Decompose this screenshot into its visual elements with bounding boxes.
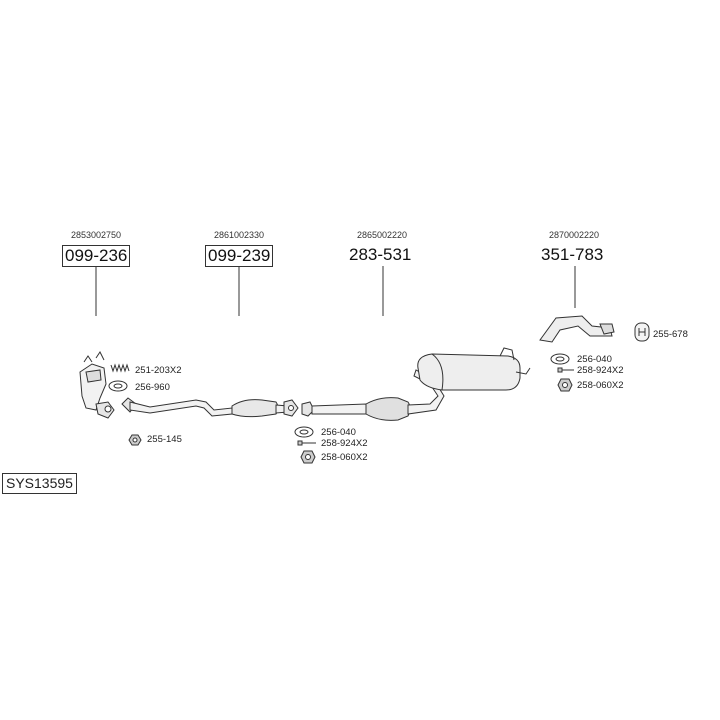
tail-pipe xyxy=(539,315,615,343)
spring-icon xyxy=(110,363,130,373)
fitting-label-gasket-rear[interactable]: 256-040 xyxy=(577,354,612,365)
bolt-icon xyxy=(297,440,316,446)
oe-number-2: 2861002330 xyxy=(213,230,265,240)
gasket-ring-icon xyxy=(294,426,314,438)
oe-number-1: 2853002750 xyxy=(70,230,122,240)
gasket-ring-icon xyxy=(108,380,128,392)
catalytic-manifold xyxy=(79,351,115,419)
bolt-icon xyxy=(557,367,574,373)
fitting-label-gasket-front[interactable]: 256-960 xyxy=(135,382,170,393)
fitting-label-gasket-mid[interactable]: 256-040 xyxy=(321,427,356,438)
fitting-label-nut-rear[interactable]: 258-060X2 xyxy=(577,380,624,391)
part-number-3[interactable]: 283-531 xyxy=(349,245,412,264)
fitting-label-bolt-rear[interactable]: 258-924X2 xyxy=(577,365,624,376)
system-code: SYS13595 xyxy=(2,473,77,494)
oe-number-4: 2870002220 xyxy=(548,230,600,240)
rear-silencer xyxy=(417,347,531,391)
fitting-label-hanger-rear[interactable]: 255-678 xyxy=(653,329,688,340)
fitting-label-bolt-mid[interactable]: 258-924X2 xyxy=(321,438,368,449)
nut-icon xyxy=(300,450,316,464)
part-number-4[interactable]: 351-783 xyxy=(541,245,604,264)
oe-number-3: 2865002220 xyxy=(356,230,408,240)
fitting-label-spring[interactable]: 251-203X2 xyxy=(135,365,182,376)
fitting-label-nut-front[interactable]: 255-145 xyxy=(147,434,182,445)
middle-pipe xyxy=(301,369,445,421)
fitting-label-nut-mid[interactable]: 258-060X2 xyxy=(321,452,368,463)
gasket-ring-icon xyxy=(550,353,570,365)
nut-icon xyxy=(557,378,573,392)
front-pipe xyxy=(121,397,299,418)
rubber-hanger-icon xyxy=(634,322,650,342)
nut-icon xyxy=(128,434,142,446)
